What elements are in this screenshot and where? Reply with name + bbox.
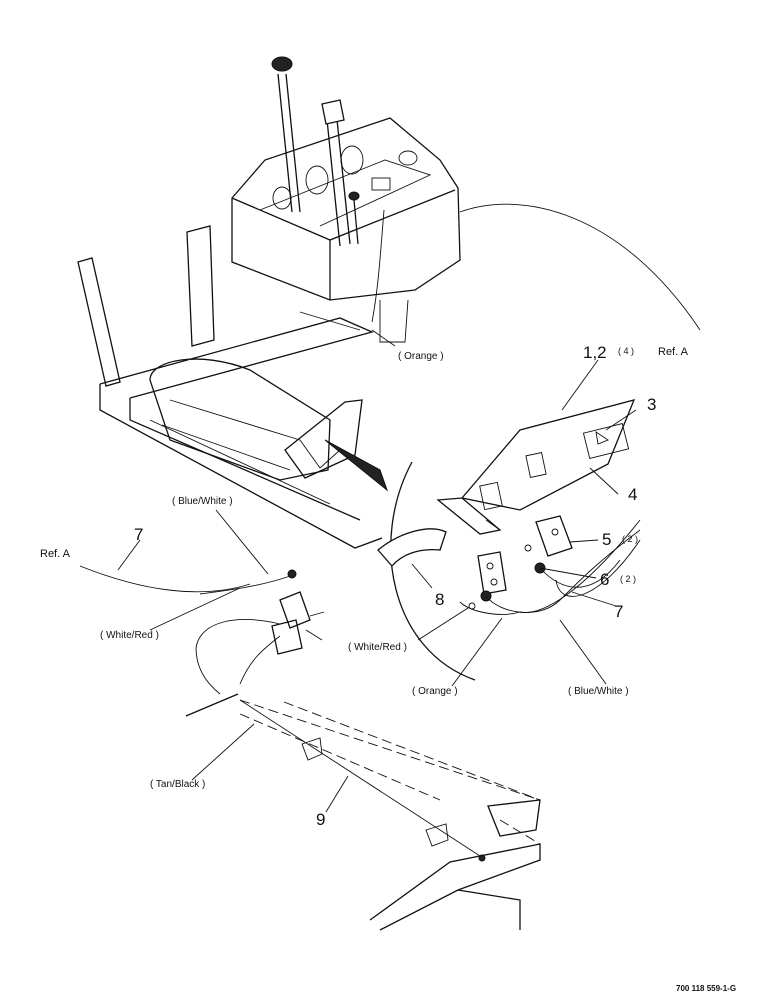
lower-harness bbox=[79, 565, 541, 931]
callout-4: 4 bbox=[628, 485, 637, 504]
callout-1-2-qty: ( 4 ) bbox=[618, 346, 634, 356]
ref-a-right: Ref. A bbox=[658, 346, 689, 358]
callout-1-2: 1,2 bbox=[583, 343, 607, 362]
callout-3: 3 bbox=[647, 395, 656, 414]
ref-a-left: Ref. A bbox=[40, 548, 71, 560]
callout-7-right: 7 bbox=[614, 602, 623, 621]
callout-8: 8 bbox=[435, 590, 444, 609]
machine-frame bbox=[77, 56, 701, 549]
detail-leader-wedge bbox=[324, 439, 389, 492]
callout-6: 6 bbox=[600, 570, 609, 589]
drawing-code: 700 118 559-1-G bbox=[676, 984, 736, 993]
callout-5: 5 bbox=[602, 530, 611, 549]
wire-label-blue-white-detail: ( Blue/White ) bbox=[568, 686, 629, 697]
callout-5-qty: ( 2 ) bbox=[622, 534, 638, 544]
switch-plate-detail bbox=[377, 399, 641, 615]
detail-circle-arc bbox=[390, 461, 476, 681]
callout-9: 9 bbox=[316, 810, 325, 829]
wire-label-white-red-detail: ( White/Red ) bbox=[348, 642, 407, 653]
callout-6-qty: ( 2 ) bbox=[620, 574, 636, 584]
callout-7-left: 7 bbox=[134, 525, 143, 544]
leader-lines bbox=[117, 329, 637, 813]
wire-label-orange-top: ( Orange ) bbox=[398, 351, 444, 362]
wire-label-tan-black: ( Tan/Black ) bbox=[150, 779, 205, 790]
wire-label-white-red-left: ( White/Red ) bbox=[100, 630, 159, 641]
wire-label-blue-white-left: ( Blue/White ) bbox=[172, 496, 233, 507]
wire-label-orange-detail: ( Orange ) bbox=[412, 686, 458, 697]
